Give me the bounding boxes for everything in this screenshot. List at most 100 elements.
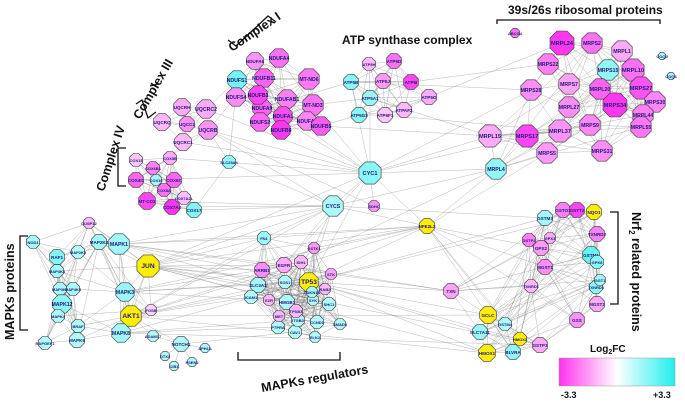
gene-node-ndufb8: NDUFB8 <box>270 120 292 140</box>
color-legend: Log2FC -3.3 +3.3 <box>558 344 676 400</box>
edge-atp5a1-atp5o <box>369 96 430 99</box>
gene-node-label: GPX3 <box>545 236 556 241</box>
gene-node-label: ATP5B <box>344 80 359 85</box>
edge-cox17-slc25a4 <box>193 161 230 211</box>
edge-cycs-cox17 <box>193 205 334 211</box>
gene-node-map2k3: MAP2K3 <box>70 245 87 259</box>
edge-cyc1-uqcrb <box>207 129 371 174</box>
gene-node-label: COX7A2 <box>163 205 182 210</box>
edge-txnrd1-slc7a11 <box>479 285 532 333</box>
gene-node-label: MRPL10 <box>622 68 644 74</box>
edge-mgst1-txnrd3 <box>544 266 597 288</box>
gene-node-mt-co2: MT-CO2 <box>138 192 156 210</box>
edge-txnrd2-hmox1 <box>486 233 598 354</box>
gene-node-dusp12: DUSP12 <box>81 217 98 229</box>
gene-node-shape <box>50 264 64 278</box>
gene-node-cox7a2: COX7A2 <box>163 199 182 215</box>
gene-node-label: HMOX2 <box>513 337 528 342</box>
gene-node-cav1: CAV1 <box>288 325 302 339</box>
edge-rapgef1-dusp12 <box>44 222 90 344</box>
edge-map3k5-nod1 <box>32 241 61 290</box>
gene-node-shape <box>569 202 585 218</box>
gene-node-mrps7: MRPS7 <box>558 73 580 95</box>
gene-node-label: CAV1 <box>290 330 301 335</box>
gene-node-label: NFE2L2 <box>418 224 436 229</box>
legend-min-label: -3.3 <box>561 390 577 400</box>
edge-tp53-akt1 <box>130 281 310 317</box>
gene-node-shape <box>478 344 496 362</box>
gene-node-label: ELK2 <box>310 335 321 340</box>
edge-mrps27-mrps31 <box>601 87 642 152</box>
nrf2-label-sub: 2 <box>627 230 636 235</box>
gene-node-shape <box>38 336 52 350</box>
edge-txnrd2-gpx2 <box>540 233 598 249</box>
gene-node-map2k4: MAP2K4 <box>90 234 109 250</box>
gene-node-label: EZR <box>265 298 273 303</box>
gene-node-label: MRPS22 <box>538 62 559 68</box>
gene-node-shape <box>91 234 107 250</box>
gene-node-label: MET <box>275 314 284 319</box>
gene-node-label: NDUFB3 <box>247 93 268 99</box>
edge-blvra-ggt1 <box>512 279 601 353</box>
gene-node-shape <box>532 337 548 353</box>
edge-mrps9-mrpl15 <box>489 124 591 137</box>
gene-node-label: MRPS15 <box>598 68 619 74</box>
gene-node-mrps9: MRPS9 <box>579 114 601 136</box>
gene-node-ndufa6: NDUFA6 <box>246 52 265 70</box>
edge-stk-ccnd1 <box>316 273 332 323</box>
edge-cox15-cox8a <box>135 159 165 191</box>
gene-node-label: CYCS <box>326 204 341 210</box>
gene-node-label: MAPK1 <box>110 242 128 248</box>
edge-gstt2-gstp2 <box>528 209 578 241</box>
gene-node-shape <box>537 210 553 226</box>
gene-node-hmox1: HMOX1 <box>478 344 496 362</box>
edge-cycs-mt-co2 <box>146 200 334 207</box>
gene-node-shape <box>479 306 497 324</box>
edge-cyc1-jun <box>147 172 371 267</box>
edge-ndufa9-atp5b <box>261 81 352 109</box>
edge-hmox1-jun <box>147 265 488 354</box>
edge-mrpl10-mrpl37 <box>559 69 634 132</box>
gene-node-shape <box>602 92 628 118</box>
gene-node-shape <box>49 249 65 265</box>
gene-node-shape <box>51 309 65 323</box>
edge-tp53-cyc1 <box>308 172 371 283</box>
gene-node-gpx3: GPX3 <box>544 232 556 244</box>
gene-node-akt1: AKT1 <box>120 305 142 327</box>
gene-node-label: MGST1 <box>537 265 553 270</box>
gene-node-label: GSTO1 <box>555 208 571 213</box>
gene-node-arrb1: ARRB1 <box>254 262 270 278</box>
gene-node-label: UQCRQ <box>153 120 171 125</box>
gene-node-mapk6: MAPK6 <box>69 332 85 348</box>
gene-node-mrps22: MRPS22 <box>537 53 559 75</box>
gene-node-shape <box>308 242 320 254</box>
gene-node-shape <box>248 85 268 105</box>
edge-cycs-akt1 <box>130 205 334 317</box>
gene-node-ndufb5: NDUFB5 <box>310 116 332 136</box>
gene-node-gstm4: GSTM4 <box>498 317 513 331</box>
gene-node-shape <box>537 53 559 75</box>
gene-node-label: GCLC <box>481 313 495 318</box>
edge-gstm1-slc7a11 <box>479 254 592 333</box>
edge-cycs-egfr <box>283 205 334 266</box>
gene-node-rapgef1: RAPGEF1 <box>36 336 55 350</box>
gene-node-cox8a: COX8A <box>157 183 171 197</box>
gene-node-shape <box>288 325 302 339</box>
edge-mgst1-nfe2l2 <box>426 225 546 268</box>
gene-node-shape <box>322 297 336 311</box>
gene-node-shape <box>589 226 605 242</box>
edge-slc7a11-tp53 <box>308 281 481 333</box>
gene-node-uqcc2: UQCC2 <box>179 116 195 132</box>
legend-title: Log2FC <box>590 344 626 356</box>
gene-node-shape <box>173 98 191 116</box>
gene-node-shape <box>250 277 266 293</box>
edge-txnrd1-gstm4 <box>504 285 532 325</box>
edge-gstm1-txn <box>450 254 592 292</box>
ribosomal-bracket <box>496 19 661 24</box>
gene-node-label: MAP2K4 <box>90 240 109 245</box>
gene-node-txn: TXN <box>443 283 459 299</box>
gene-node-label: UQCRB <box>198 128 217 134</box>
nrf2-bracket <box>610 211 619 305</box>
gene-node-shape <box>498 317 512 331</box>
edge-stk-smad3 <box>330 273 341 325</box>
